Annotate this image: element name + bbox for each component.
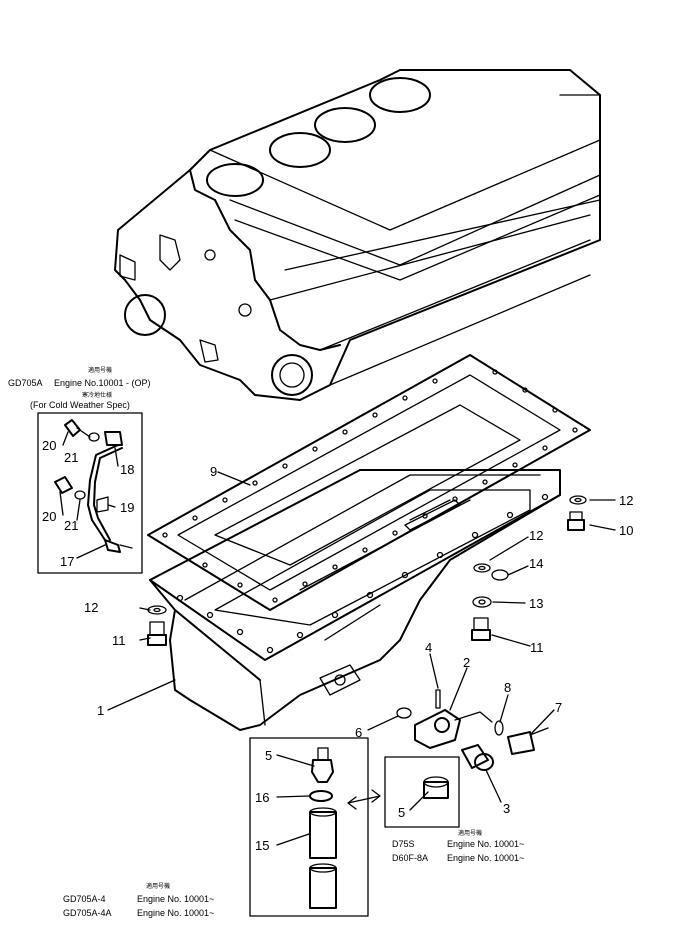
note-cold-weather: 適用号機 GD705A Engine No.10001 - (OP) 寒冷地仕様…	[8, 366, 151, 410]
parts-left	[147, 605, 167, 646]
callout-numbers: 1 2 3 4 5 5 6 7 8 9 10 11 11 12 12 12 13…	[42, 438, 633, 853]
note-gd705a-model-1: GD705A-4	[63, 894, 106, 904]
note-gd705a-engine-2: Engine No. 10001~	[137, 908, 214, 918]
callout-7: 7	[555, 700, 562, 715]
callout-11-right: 11	[530, 640, 544, 655]
callout-5-alt: 5	[398, 805, 405, 820]
callout-12-right-mid: 12	[529, 528, 543, 543]
callout-21-bottom: 21	[64, 518, 78, 533]
note-d75s-engine-1: Engine No. 10001~	[447, 839, 524, 849]
callout-20-bottom: 20	[42, 509, 56, 524]
callout-8: 8	[504, 680, 511, 695]
note-gd705a-model-2: GD705A-4A	[63, 908, 112, 918]
gasket-holes	[162, 369, 578, 603]
callout-10: 10	[619, 523, 633, 538]
note-op-spec-jp: 寒冷地仕様	[82, 391, 112, 399]
note-d75s-model-1: D75S	[392, 839, 415, 849]
callout-5-strainer: 5	[265, 748, 272, 763]
note-op-spec-en: (For Cold Weather Spec)	[30, 400, 130, 410]
callout-18: 18	[120, 462, 134, 477]
pan-flange-holes	[176, 493, 549, 654]
callout-9: 9	[210, 464, 217, 479]
callout-16: 16	[255, 790, 269, 805]
callout-3: 3	[503, 801, 510, 816]
engine-block	[114, 69, 601, 401]
drain-valve-assembly	[396, 689, 549, 771]
interchange-arrow	[347, 789, 381, 810]
callout-12-left: 12	[84, 600, 98, 615]
note-op-engine: Engine No.10001 - (OP)	[54, 378, 151, 388]
note-op-applicable: 適用号機	[88, 366, 112, 374]
note-op-model: GD705A	[8, 378, 43, 388]
callout-4: 4	[425, 640, 432, 655]
callout-14: 14	[529, 556, 543, 571]
callout-19: 19	[120, 500, 134, 515]
callout-11-left: 11	[112, 633, 126, 648]
callout-20-top: 20	[42, 438, 56, 453]
oil-pan	[149, 469, 561, 731]
cold-weather-box	[37, 412, 143, 574]
note-d75s-engine-2: Engine No. 10001~	[447, 853, 524, 863]
callout-12-right-top: 12	[619, 493, 633, 508]
gasket	[147, 354, 591, 611]
callout-21-top: 21	[64, 450, 78, 465]
callout-1: 1	[97, 703, 104, 718]
callout-13: 13	[529, 596, 543, 611]
note-gd705a: 適用号機 GD705A-4 Engine No. 10001~ GD705A-4…	[63, 882, 214, 918]
parts-right	[471, 495, 587, 641]
callout-17: 17	[60, 554, 74, 569]
alt-plug-box	[347, 756, 460, 828]
note-d75s-model-2: D60F-8A	[392, 853, 428, 863]
callout-15: 15	[255, 838, 269, 853]
callout-2: 2	[463, 655, 470, 670]
note-d75s-applicable: 適用号機	[458, 829, 482, 837]
strainer-box	[249, 737, 369, 917]
note-d75s: 適用号機 D75S Engine No. 10001~ D60F-8A Engi…	[392, 829, 524, 863]
note-gd705a-engine-1: Engine No. 10001~	[137, 894, 214, 904]
callout-6: 6	[355, 725, 362, 740]
leader-lines	[59, 427, 616, 846]
note-gd705a-applicable: 適用号機	[146, 882, 170, 890]
